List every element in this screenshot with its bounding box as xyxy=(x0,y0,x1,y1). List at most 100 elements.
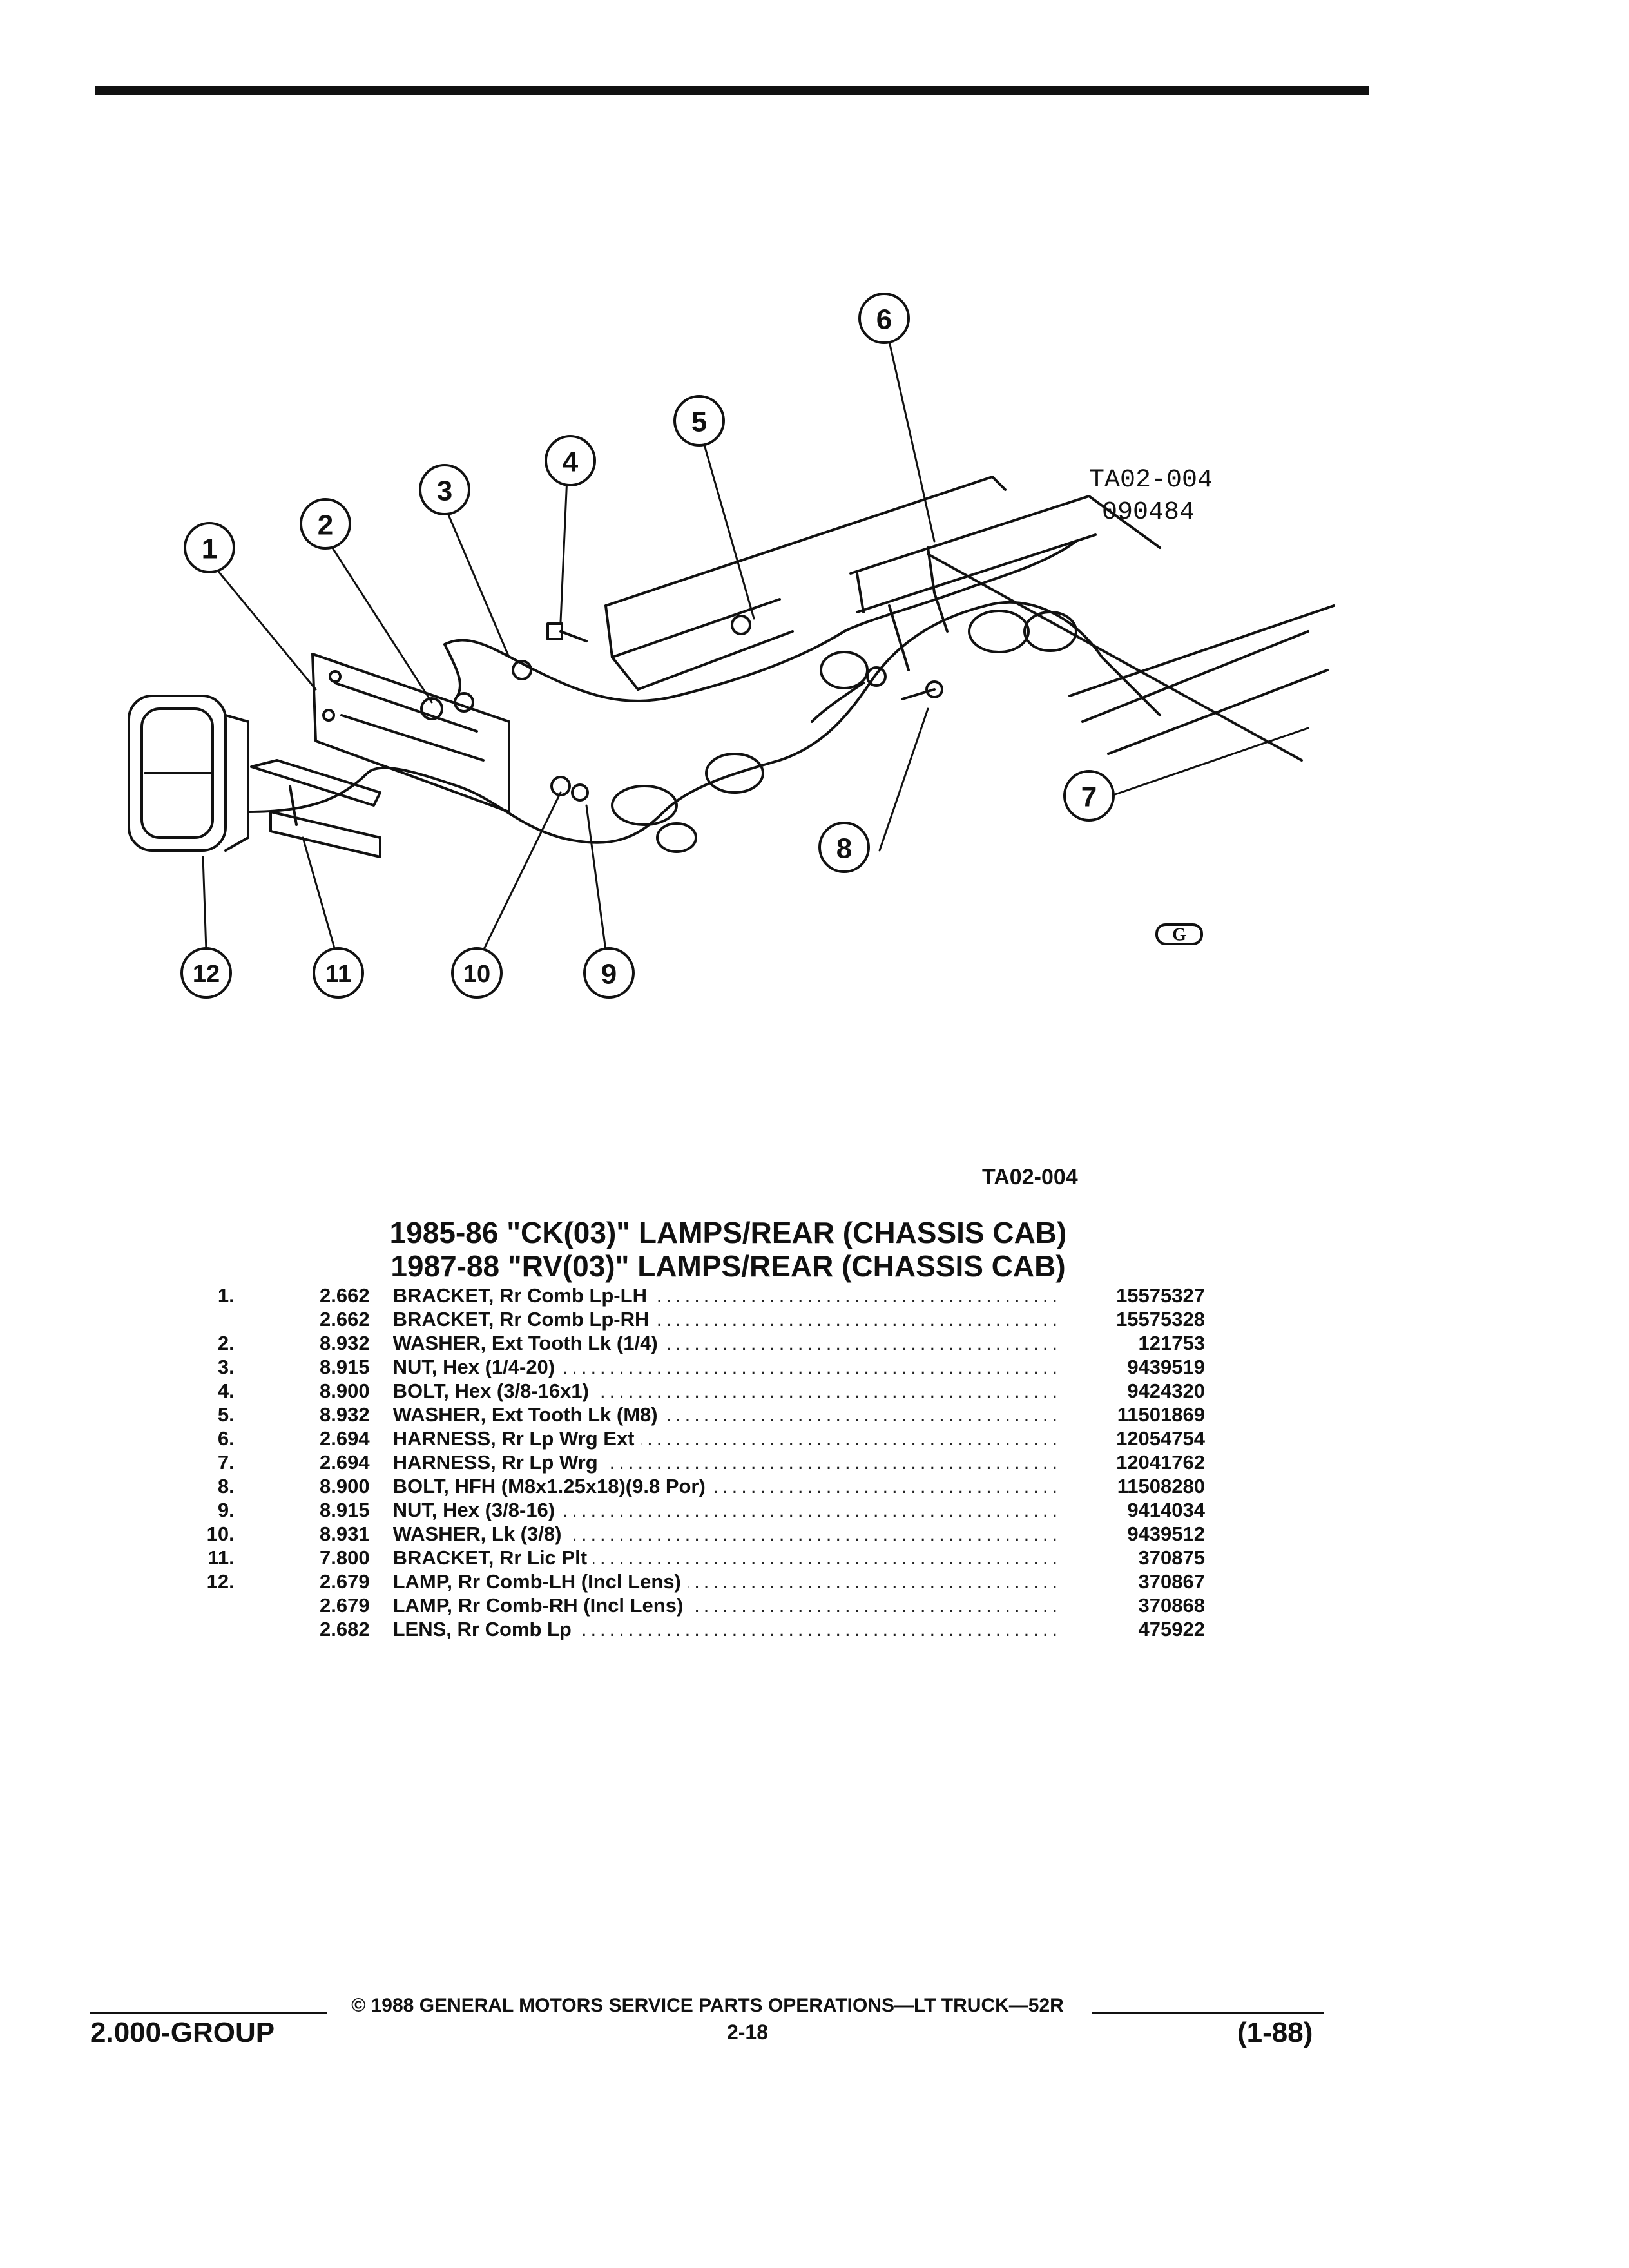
description-text: HARNESS, Rr Lp Wrg xyxy=(392,1451,604,1474)
item-number xyxy=(174,1617,235,1641)
part-detail: Rr Comb Lp xyxy=(457,1618,572,1640)
top-rule xyxy=(95,86,1369,95)
callout-2-label: 2 xyxy=(318,510,333,541)
callout-1-label: 1 xyxy=(202,533,217,565)
group-number: 2.694 xyxy=(320,1427,370,1450)
callout-12-label: 12 xyxy=(193,961,220,988)
part-number: 11501869 xyxy=(1117,1403,1205,1426)
callout-4-label: 4 xyxy=(563,447,579,478)
callout-8 xyxy=(818,822,870,873)
exploded-parts-diagram: 1 2 3 4 5 6 7 8 9 10 11 12 TA02-004 0904… xyxy=(128,293,1335,999)
part-name: LAMP, xyxy=(392,1570,453,1593)
part-name: NUT, xyxy=(392,1499,438,1521)
part-name: BOLT, xyxy=(392,1475,449,1497)
part-detail: Rr Comb-LH (Incl Lens) xyxy=(458,1570,681,1593)
group-number: 2.679 xyxy=(320,1594,370,1617)
item-number: 6. xyxy=(217,1427,235,1450)
parts-list-body: 1.2.662.................................… xyxy=(174,1283,1205,1641)
callout-7 xyxy=(1063,770,1115,822)
part-name: WASHER, xyxy=(392,1523,487,1545)
item-number: 12. xyxy=(206,1570,235,1593)
part-number: 12054754 xyxy=(1116,1427,1205,1450)
parts-row: 1.2.662.................................… xyxy=(174,1283,1205,1307)
part-description: ........................................… xyxy=(392,1546,1065,1570)
group-number: 2.694 xyxy=(320,1451,370,1474)
part-description: ........................................… xyxy=(392,1427,1065,1450)
parts-row: 5. 8.932.................................… xyxy=(174,1403,1205,1427)
part-detail: Rr Comb Lp-RH xyxy=(499,1308,650,1331)
part-description: ........................................… xyxy=(392,1307,1065,1331)
license-plate-bracket xyxy=(250,759,381,858)
footer-copyright: © 1988 GENERAL MOTORS SERVICE PARTS OPER… xyxy=(351,1995,1064,2016)
leader-lines xyxy=(202,340,1309,952)
part-name: BRACKET, xyxy=(392,1284,494,1307)
footer-date-code: (1-88) xyxy=(1237,2017,1313,2048)
footer-group-label: 2.000-GROUP xyxy=(90,2017,275,2048)
item-number: 9. xyxy=(217,1499,235,1521)
part-description: ........................................… xyxy=(392,1331,1065,1355)
callout-3-label: 3 xyxy=(437,476,452,507)
part-description: ........................................… xyxy=(392,1283,1065,1307)
item-number: 3. xyxy=(217,1356,235,1378)
drawing-date: 090484 xyxy=(1102,498,1195,527)
part-description: ........................................… xyxy=(392,1450,1065,1474)
figure-label: TA02-004 xyxy=(982,1165,1078,1189)
group-number: 2.662 xyxy=(320,1308,370,1331)
item-number: 11. xyxy=(207,1546,235,1569)
part-name: LAMP, xyxy=(392,1594,453,1617)
callout-6-label: 6 xyxy=(876,304,892,336)
part-detail: Rr Comb Lp-LH xyxy=(499,1284,647,1307)
parts-row: 9.8.915.................................… xyxy=(174,1498,1205,1522)
item-number: 5. xyxy=(217,1403,235,1426)
part-detail: Ext Tooth Lk (1/4) xyxy=(491,1332,658,1354)
ground-strap xyxy=(443,643,887,723)
drawing-id: TA02-004 xyxy=(1089,466,1213,495)
callout-11-label: 11 xyxy=(325,961,351,988)
part-name: NUT, xyxy=(392,1356,438,1378)
description-text: NUT, Hex (3/8-16) xyxy=(392,1499,562,1521)
callout-1 xyxy=(184,522,235,573)
group-number: 8.932 xyxy=(320,1332,370,1354)
callouts xyxy=(180,293,1115,999)
description-text: HARNESS, Rr Lp Wrg Ext xyxy=(392,1427,641,1450)
part-number: 121753 xyxy=(1138,1332,1205,1354)
callout-5 xyxy=(673,395,725,447)
description-text: BOLT, Hex (3/8-16x1) xyxy=(392,1379,595,1402)
part-detail: Rr Lic Plt xyxy=(499,1546,588,1569)
description-text: BRACKET, Rr Comb Lp-LH xyxy=(392,1284,653,1307)
callout-3 xyxy=(419,464,470,515)
parts-row: 2.679...................................… xyxy=(174,1593,1205,1617)
group-number: 8.900 xyxy=(320,1379,370,1402)
part-description: ........................................… xyxy=(392,1498,1065,1522)
callout-9 xyxy=(583,947,635,999)
description-text: BOLT, HFH (M8x1.25x18)(9.8 Por) xyxy=(392,1475,712,1497)
part-number: 9439512 xyxy=(1127,1523,1205,1545)
wiring-harness xyxy=(247,540,1161,853)
part-number: 9439519 xyxy=(1127,1356,1205,1378)
rear-combination-lamp xyxy=(128,695,249,852)
footer-page-number: 2-18 xyxy=(726,2021,769,2044)
description-text: WASHER, Ext Tooth Lk (M8) xyxy=(392,1403,664,1426)
item-number: 8. xyxy=(217,1475,235,1497)
parts-list: 1.2.662.................................… xyxy=(174,1283,1205,1641)
gm-logo: G xyxy=(1155,923,1203,945)
parts-row: 4.8.900.................................… xyxy=(174,1379,1205,1403)
parts-row: 10.8.931................................… xyxy=(174,1522,1205,1546)
callout-7-label: 7 xyxy=(1081,782,1097,813)
item-number xyxy=(174,1593,235,1617)
parts-row: 12.2.679................................… xyxy=(174,1570,1205,1593)
part-name: HARNESS, xyxy=(392,1427,496,1450)
part-detail: HFH (M8x1.25x18)(9.8 Por) xyxy=(454,1475,706,1497)
part-description: ........................................… xyxy=(392,1379,1065,1403)
parts-row: 3.8.915.................................… xyxy=(174,1355,1205,1379)
part-number: 370875 xyxy=(1138,1546,1205,1569)
part-detail: Ext Tooth Lk (M8) xyxy=(491,1403,658,1426)
part-description: ........................................… xyxy=(392,1403,1065,1427)
group-number: 8.931 xyxy=(320,1523,370,1545)
part-number: 15575328 xyxy=(1116,1308,1205,1331)
part-description: ........................................… xyxy=(392,1570,1065,1593)
description-text: LAMP, Rr Comb-RH (Incl Lens) xyxy=(392,1594,690,1617)
fasteners xyxy=(420,615,943,802)
group-number: 8.932 xyxy=(320,1403,370,1426)
description-text: BRACKET, Rr Comb Lp-RH xyxy=(392,1308,656,1331)
